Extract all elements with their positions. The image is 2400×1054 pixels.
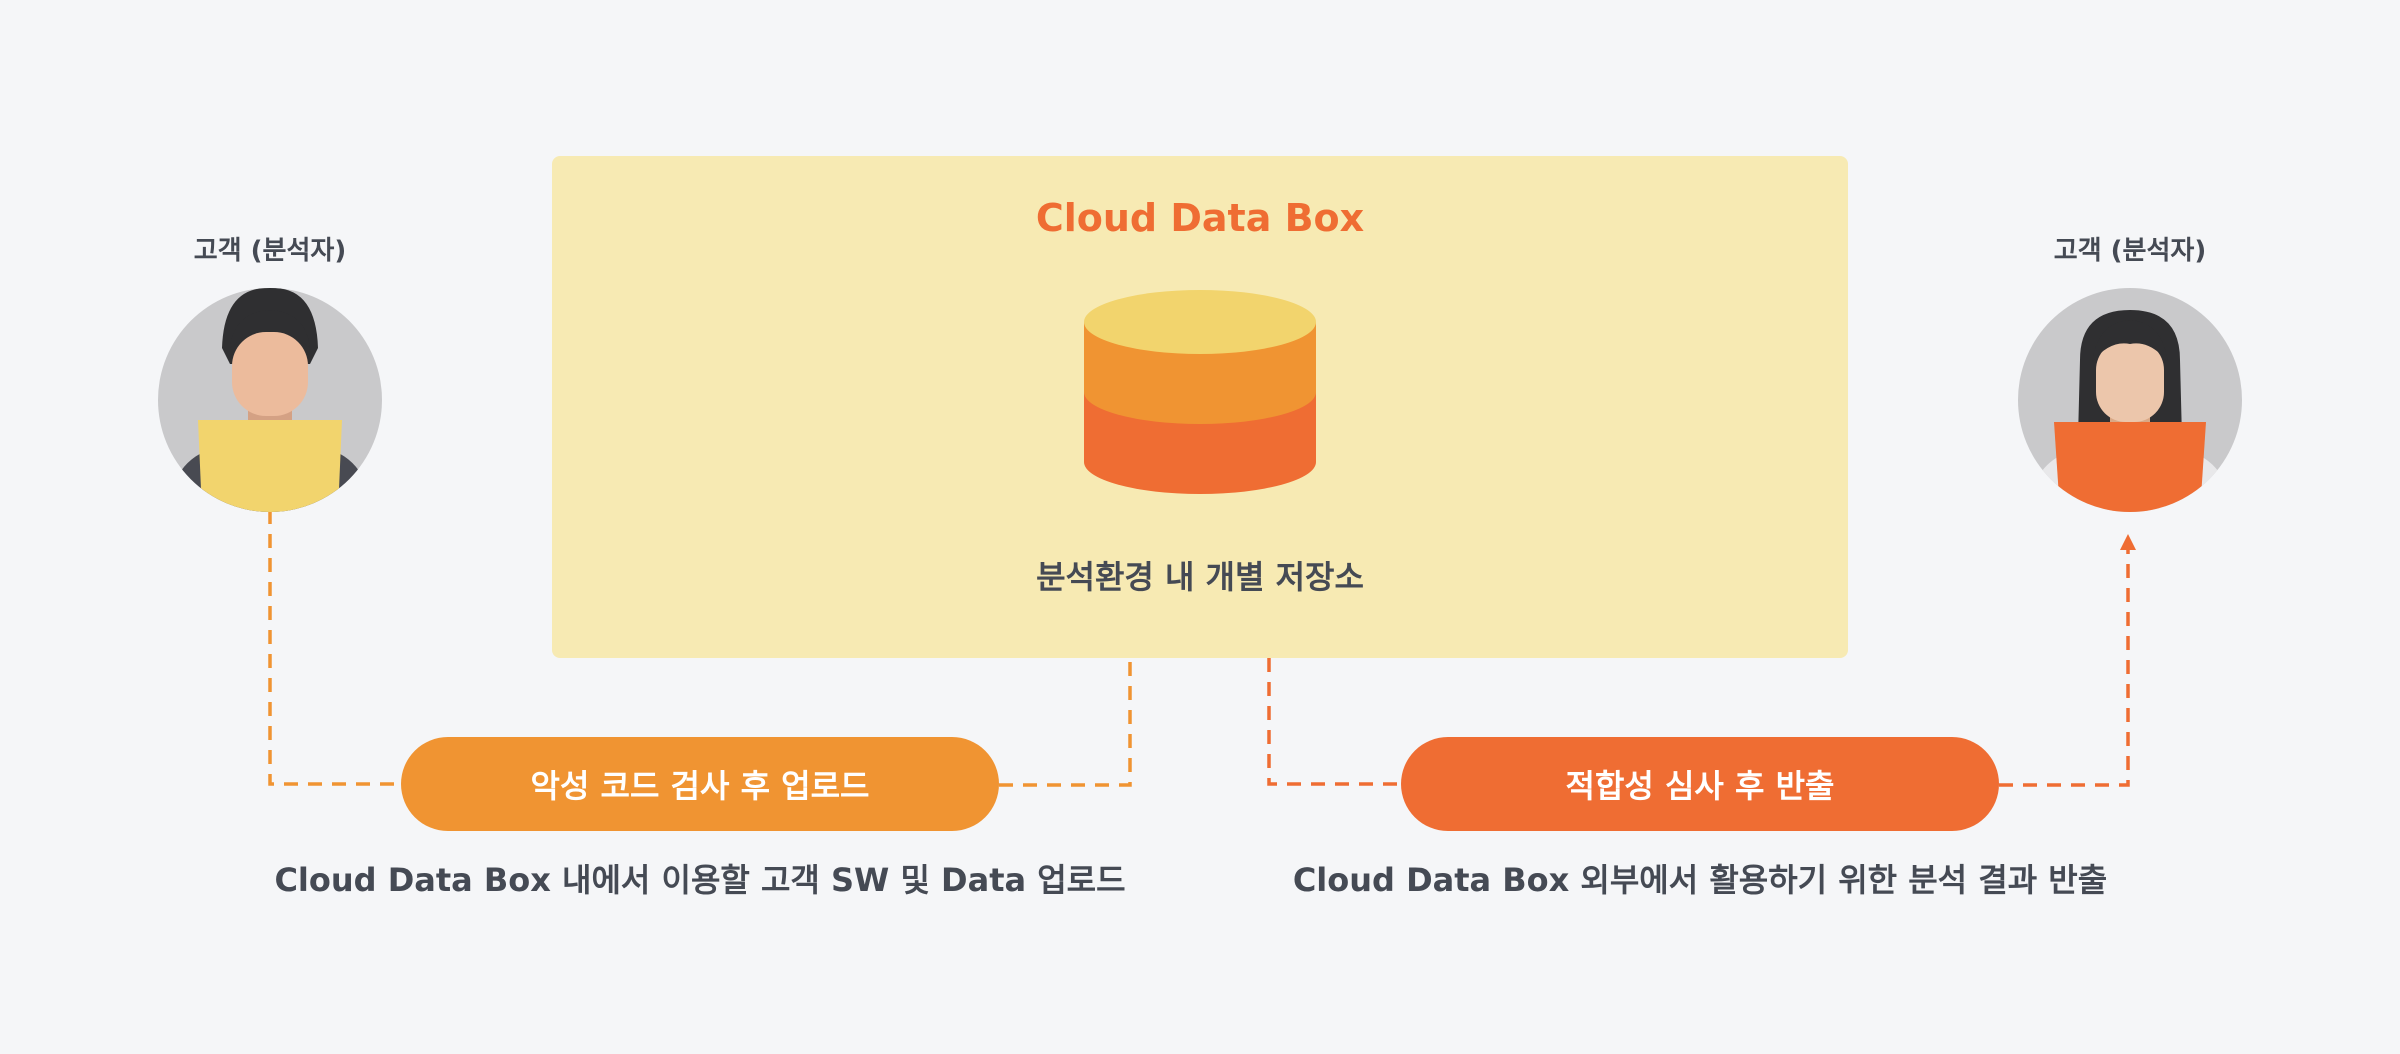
- export-connector-in: [1267, 634, 1401, 786]
- left-person-label: 고객 (분석자): [193, 236, 347, 266]
- export-connector-out: [1999, 546, 2130, 787]
- right-person-label: 고객 (분석자): [2053, 236, 2207, 266]
- person-avatar-icon: [158, 288, 382, 512]
- database-icon: [1084, 290, 1316, 494]
- export-caption: Cloud Data Box 외부에서 활용하기 위한 분석 결과 반출: [1292, 861, 2108, 899]
- upload-process-pill: 악성 코드 검사 후 업로드: [401, 737, 999, 831]
- person-avatar-icon: [2018, 288, 2242, 512]
- upload-connector-in: [268, 510, 401, 786]
- box-title: Cloud Data Box: [1035, 196, 1365, 240]
- export-process-pill: 적합성 심사 후 반출: [1401, 737, 1999, 831]
- upload-connector-out: [999, 636, 1132, 787]
- upload-caption: Cloud Data Box 내에서 이용할 고객 SW 및 Data 업로드: [274, 861, 1126, 899]
- arrow-up-icon: [2120, 534, 2136, 550]
- box-subtitle: 분석환경 내 개별 저장소: [1036, 558, 1364, 596]
